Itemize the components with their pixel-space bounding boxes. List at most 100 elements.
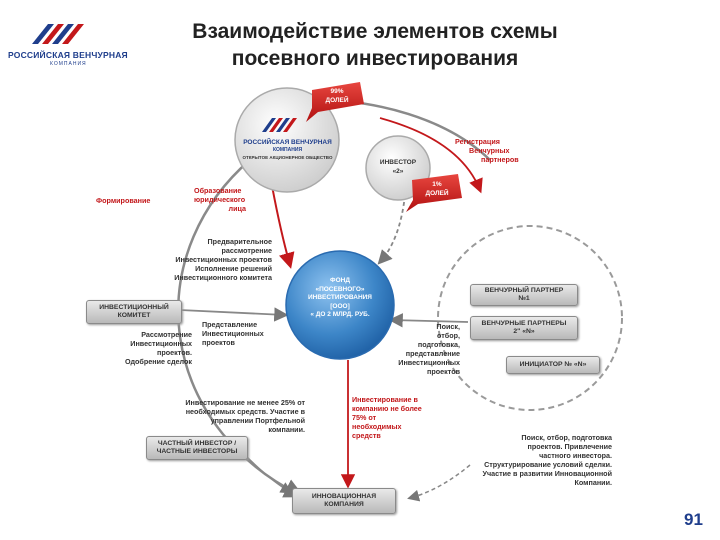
box-initiator-label: ИНИЦИАТОР № «N» (519, 361, 587, 368)
arrow-committee (179, 307, 289, 322)
rvc-circle-sub: КОМПАНИЯ (272, 147, 303, 153)
arrow-bottom-right (407, 464, 471, 502)
box-innovation-line: КОМПАНИЯ (324, 501, 364, 508)
label-search-line: подготовка, (417, 340, 460, 349)
label-presentation-line: Представление (202, 320, 258, 329)
label-bottom-right-line: Компании. (574, 478, 612, 487)
label-invest-75-line: Инвестирование в (352, 395, 418, 404)
rvc-logo: РОССИЙСКАЯ ВЕНЧУРНАЯ КОМПАНИЯ (4, 8, 134, 67)
fund-line-1: ФОНД (330, 277, 350, 284)
share-99-value: 99% (330, 88, 344, 95)
arrow-registration (379, 117, 483, 194)
label-registration: Регистрация Венчурных партнеров (455, 137, 519, 164)
box-private-line: ЧАСТНЫЕ ИНВЕСТОРЫ (156, 448, 238, 455)
fund-line-4: [ООО] (330, 302, 350, 310)
arrow-partners-to-fund (388, 313, 469, 328)
box-innovation-line: ИННОВАЦИОННАЯ (311, 493, 377, 500)
box-partner1-line: №1 (518, 295, 530, 302)
box-initiator: ИНИЦИАТОР № «N» (506, 356, 600, 374)
box-innovation-company: ИННОВАЦИОННАЯ КОМПАНИЯ (292, 488, 396, 514)
box-private-investor: ЧАСТНЫЙ ИНВЕСТОР / ЧАСТНЫЕ ИНВЕСТОРЫ (146, 436, 248, 460)
label-prelim-line: Инвестиционных проектов (175, 255, 272, 264)
box-partners-line: ВЕНЧУРНЫЕ ПАРТНЕРЫ (481, 320, 567, 327)
box-committee-line: ИНВЕСТИЦИОННЫЙ (99, 304, 169, 311)
box-partners-line: 2" «N» (513, 328, 535, 335)
arrow-investor-to-fund (377, 194, 406, 265)
label-review-line: Одобрение сделок (125, 357, 192, 366)
label-invest-75-line: 75% от (352, 413, 377, 422)
partners-dashed-circle (437, 225, 623, 411)
rvc-logo-mark-icon (32, 24, 84, 44)
label-legal-entity-line: Образование (194, 186, 242, 195)
label-review: Рассмотрение Инвестиционных проектов. Од… (104, 330, 192, 366)
title-line-1: Взаимодействие элементов схемы (192, 20, 558, 43)
box-partner1-line: ВЕНЧУРНЫЙ ПАРТНЕР (484, 287, 564, 294)
label-bottom-right-line: частного инвестора. (539, 451, 612, 460)
page-title: Взаимодействие элементов схемы посевного… (150, 18, 600, 72)
label-legal-entity-line: лица (228, 204, 247, 213)
label-invest-75: Инвестирование в компанию не более 75% о… (352, 395, 422, 440)
share-1-value: 1% (432, 181, 442, 188)
callout-99-shape (306, 82, 364, 122)
box-investment-committee: ИНВЕСТИЦИОННЫЙ КОМИТЕТ (86, 300, 182, 324)
fund-line-2: «ПОСЕВНОГО» (315, 285, 365, 293)
label-presentation: Представление Инвестиционных проектов (202, 320, 264, 347)
label-bottom-right-line: Поиск, отбор, подготовка (521, 433, 612, 442)
fund-line-3: ИНВЕСТИРОВАНИЯ (308, 294, 372, 301)
label-prelim-line: Исполнение решений (195, 264, 272, 273)
label-invest-25-line: управлении Портфельной (210, 416, 305, 425)
label-review-line: Инвестиционных (130, 339, 192, 348)
label-search-line: Инвестиционных (398, 358, 460, 367)
rvc-circle-logo-icon (262, 118, 297, 132)
rvc-circle-name: РОССИЙСКАЯ ВЕНЧУРНАЯ (243, 139, 332, 146)
label-invest-25-line: необходимых средств. Участие в (185, 407, 305, 416)
label-prelim: Предварительное рассмотрение Инвестицион… (150, 237, 272, 282)
label-legal-entity-line: юридического (194, 195, 246, 204)
label-presentation-line: проектов (202, 338, 235, 347)
share-1: 1% ДОЛЕЙ (414, 180, 460, 198)
label-search-line: представление (405, 349, 460, 358)
label-invest-25: Инвестирование не менее 25% от необходим… (150, 398, 305, 434)
share-99-unit: ДОЛЕЙ (325, 97, 349, 104)
label-search-line: Поиск, (436, 322, 460, 331)
label-presentation-line: Инвестиционных (202, 329, 264, 338)
box-committee-line: КОМИТЕТ (117, 312, 151, 319)
label-prelim-line: рассмотрение (221, 246, 272, 255)
label-registration-line: Регистрация (455, 137, 500, 146)
label-registration-line: Венчурных (469, 146, 510, 155)
callout-1-shape (406, 174, 462, 212)
logo-name: РОССИЙСКАЯ ВЕНЧУРНАЯ (8, 50, 128, 60)
label-prelim-line: Инвестиционного комитета (174, 273, 272, 282)
label-review-line: проектов. (157, 348, 192, 357)
box-venture-partner-1: ВЕНЧУРНЫЙ ПАРТНЕР №1 (470, 284, 578, 306)
share-99: 99% ДОЛЕЙ (313, 87, 361, 105)
title-line-2: посевного инвестирования (231, 47, 519, 70)
investor2-number: «2» (392, 168, 404, 175)
outer-cycle-arc (177, 159, 305, 498)
fund-line-5: « ДО 2 МЛРД. РУБ. (310, 311, 370, 318)
arrow-private-investor (244, 454, 293, 494)
label-formation: Формирование (96, 196, 151, 205)
investor2: ИНВЕСТОР «2» (370, 158, 426, 176)
label-review-line: Рассмотрение (141, 330, 192, 339)
label-legal-entity: Образование юридического лица (194, 186, 246, 213)
label-bottom-right: Поиск, отбор, подготовка проектов. Привл… (460, 433, 612, 487)
label-invest-25-line: компании. (268, 425, 305, 434)
label-prelim-line: Предварительное (207, 237, 272, 246)
investor2-label: ИНВЕСТОР (379, 159, 417, 166)
label-invest-75-line: необходимых (352, 422, 402, 431)
fund-text: ФОНД «ПОСЕВНОГО» ИНВЕСТИРОВАНИЯ [ООО] « … (290, 277, 390, 320)
label-invest-75-line: средств (352, 431, 381, 440)
label-registration-line: партнеров (481, 155, 519, 164)
label-bottom-right-line: Участие в развитии Инновационной (482, 469, 612, 478)
box-venture-partners: ВЕНЧУРНЫЕ ПАРТНЕРЫ 2" «N» (470, 316, 578, 340)
page-number: 91 (684, 510, 703, 529)
label-invest-25-line: Инвестирование не менее 25% от (185, 398, 305, 407)
label-bottom-right-line: Структурирование условий сделки. (484, 460, 612, 469)
label-bottom-right-line: проектов. Привлечение (527, 442, 612, 451)
logo-sub: КОМПАНИЯ (50, 61, 87, 67)
share-1-unit: ДОЛЕЙ (425, 190, 449, 197)
box-private-line: ЧАСТНЫЙ ИНВЕСТОР / (157, 440, 237, 447)
rvc-circle-society: ОТКРЫТОЕ АКЦИОНЕРНОЕ ОБЩЕСТВО (242, 155, 333, 160)
